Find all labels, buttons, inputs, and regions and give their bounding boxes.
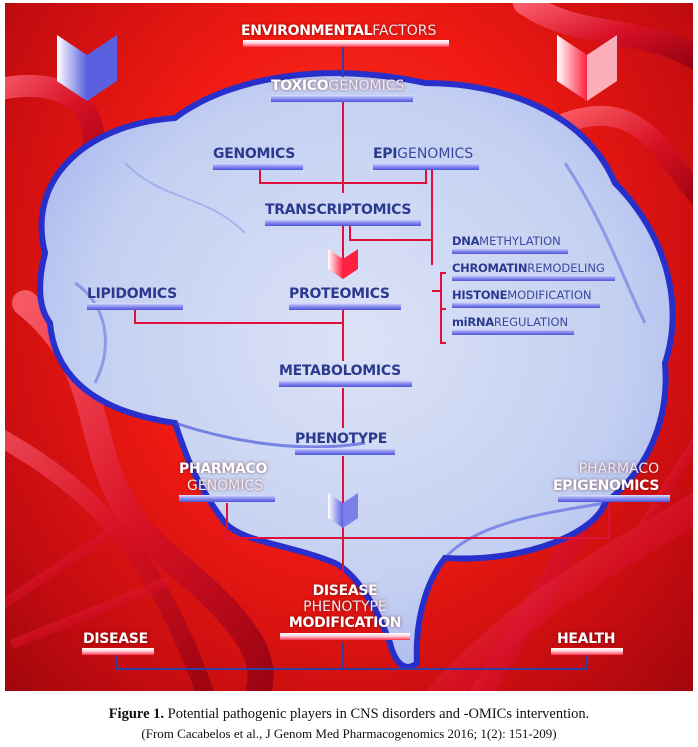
label-underline — [243, 40, 449, 47]
transcriptomics-label: TRANSCRIPTOMICS — [265, 202, 412, 218]
label-bold: CHROMATIN — [452, 261, 528, 275]
chevron-down-icon — [57, 35, 117, 101]
chevron-down-icon — [557, 35, 617, 101]
brain-illustration — [37, 70, 676, 670]
label-underline — [82, 648, 154, 655]
label-bold: LIPIDOMICS — [87, 286, 177, 302]
label-underline — [289, 303, 401, 310]
label-bold: HEALTH — [557, 631, 616, 647]
label-light: FACTORS — [372, 23, 437, 39]
chromatin-remodeling-label: CHROMATINREMODELING — [452, 261, 605, 275]
label-bold: TRANSCRIPTOMICS — [265, 202, 412, 218]
label-light: GENOMICS — [187, 478, 264, 494]
label-bold: TOXICO — [271, 78, 329, 94]
label-bold: PHENOTYPE — [295, 431, 387, 447]
label-bold: miRNA — [452, 315, 494, 329]
label-bold: METABOLOMICS — [279, 363, 401, 379]
label-underline — [452, 275, 615, 281]
disease-label: DISEASE — [83, 631, 148, 647]
caption-text: Potential pathogenic players in CNS diso… — [164, 706, 590, 722]
label-underline — [373, 163, 479, 170]
label-underline — [558, 495, 670, 502]
epigenomics-label: EPIGENOMICS — [373, 146, 473, 162]
proteomics-label: PROTEOMICS — [289, 286, 390, 302]
caption-source: (From Cacabelos et al., J Genom Med Phar… — [141, 726, 557, 741]
label-light: REMODELING — [527, 261, 605, 275]
lipidomics-label: LIPIDOMICS — [87, 286, 177, 302]
label-bold: EPIGENOMICS — [553, 478, 660, 494]
dna-helix-right — [425, 3, 693, 691]
connector-lines-blue — [116, 45, 588, 670]
label-underline — [271, 95, 413, 102]
label-underline — [452, 248, 568, 254]
toxicogenomics-label: TOXICOGENOMICS — [271, 78, 404, 94]
label-underline — [295, 448, 395, 455]
caption-title: Figure 1. Potential pathogenic players i… — [0, 706, 698, 723]
label-underline — [179, 495, 275, 502]
label-underline — [280, 633, 410, 640]
figure-caption: Figure 1. Potential pathogenic players i… — [0, 706, 698, 742]
dna-methylation-label: DNAMETHYLATION — [452, 234, 561, 248]
label-bold: ENVIRONMENTAL — [241, 23, 373, 39]
label-underline — [265, 219, 421, 226]
label-bold: HISTONE — [452, 288, 508, 302]
label-underline — [551, 648, 623, 655]
label-light: REGULATION — [493, 315, 569, 329]
label-bold: PROTEOMICS — [289, 286, 390, 302]
label-underline — [87, 303, 183, 310]
label-light: METHYLATION — [479, 234, 561, 248]
label-bold: DNA — [452, 234, 480, 248]
label-line-1: DISEASE — [312, 583, 378, 599]
label-underline — [452, 329, 574, 335]
omics-diagram: ENVIRONMENTALFACTORS TOXICOGENOMICS GENO… — [5, 3, 693, 691]
label-line-3: MODIFICATION — [288, 615, 402, 631]
label-light: GENOMICS — [397, 146, 474, 162]
label-line-2: PHENOTYPE — [303, 599, 387, 615]
genomics-label: GENOMICS — [213, 146, 295, 162]
chevron-down-icon — [328, 493, 358, 528]
label-bold: EPI — [373, 146, 398, 162]
figure-number: Figure 1. — [108, 706, 165, 722]
histone-modification-label: HISTONEMODIFICATION — [452, 288, 592, 302]
label-underline — [452, 302, 600, 308]
label-light: PHARMACO — [578, 461, 660, 477]
mirna-regulation-label: miRNAREGULATION — [452, 315, 568, 329]
background-artwork — [5, 3, 693, 691]
label-light: GENOMICS — [328, 78, 405, 94]
label-bold: PHARMACO — [179, 461, 268, 477]
label-light: MODIFICATION — [507, 288, 592, 302]
label-bold: DISEASE — [83, 631, 148, 647]
environmental-factors-label: ENVIRONMENTALFACTORS — [241, 23, 436, 39]
metabolomics-label: METABOLOMICS — [279, 363, 401, 379]
label-underline — [213, 163, 303, 170]
phenotype-label: PHENOTYPE — [295, 431, 387, 447]
chevron-down-icon — [328, 249, 358, 279]
label-bold: GENOMICS — [213, 146, 296, 162]
health-label: HEALTH — [557, 631, 615, 647]
label-underline — [279, 380, 412, 387]
